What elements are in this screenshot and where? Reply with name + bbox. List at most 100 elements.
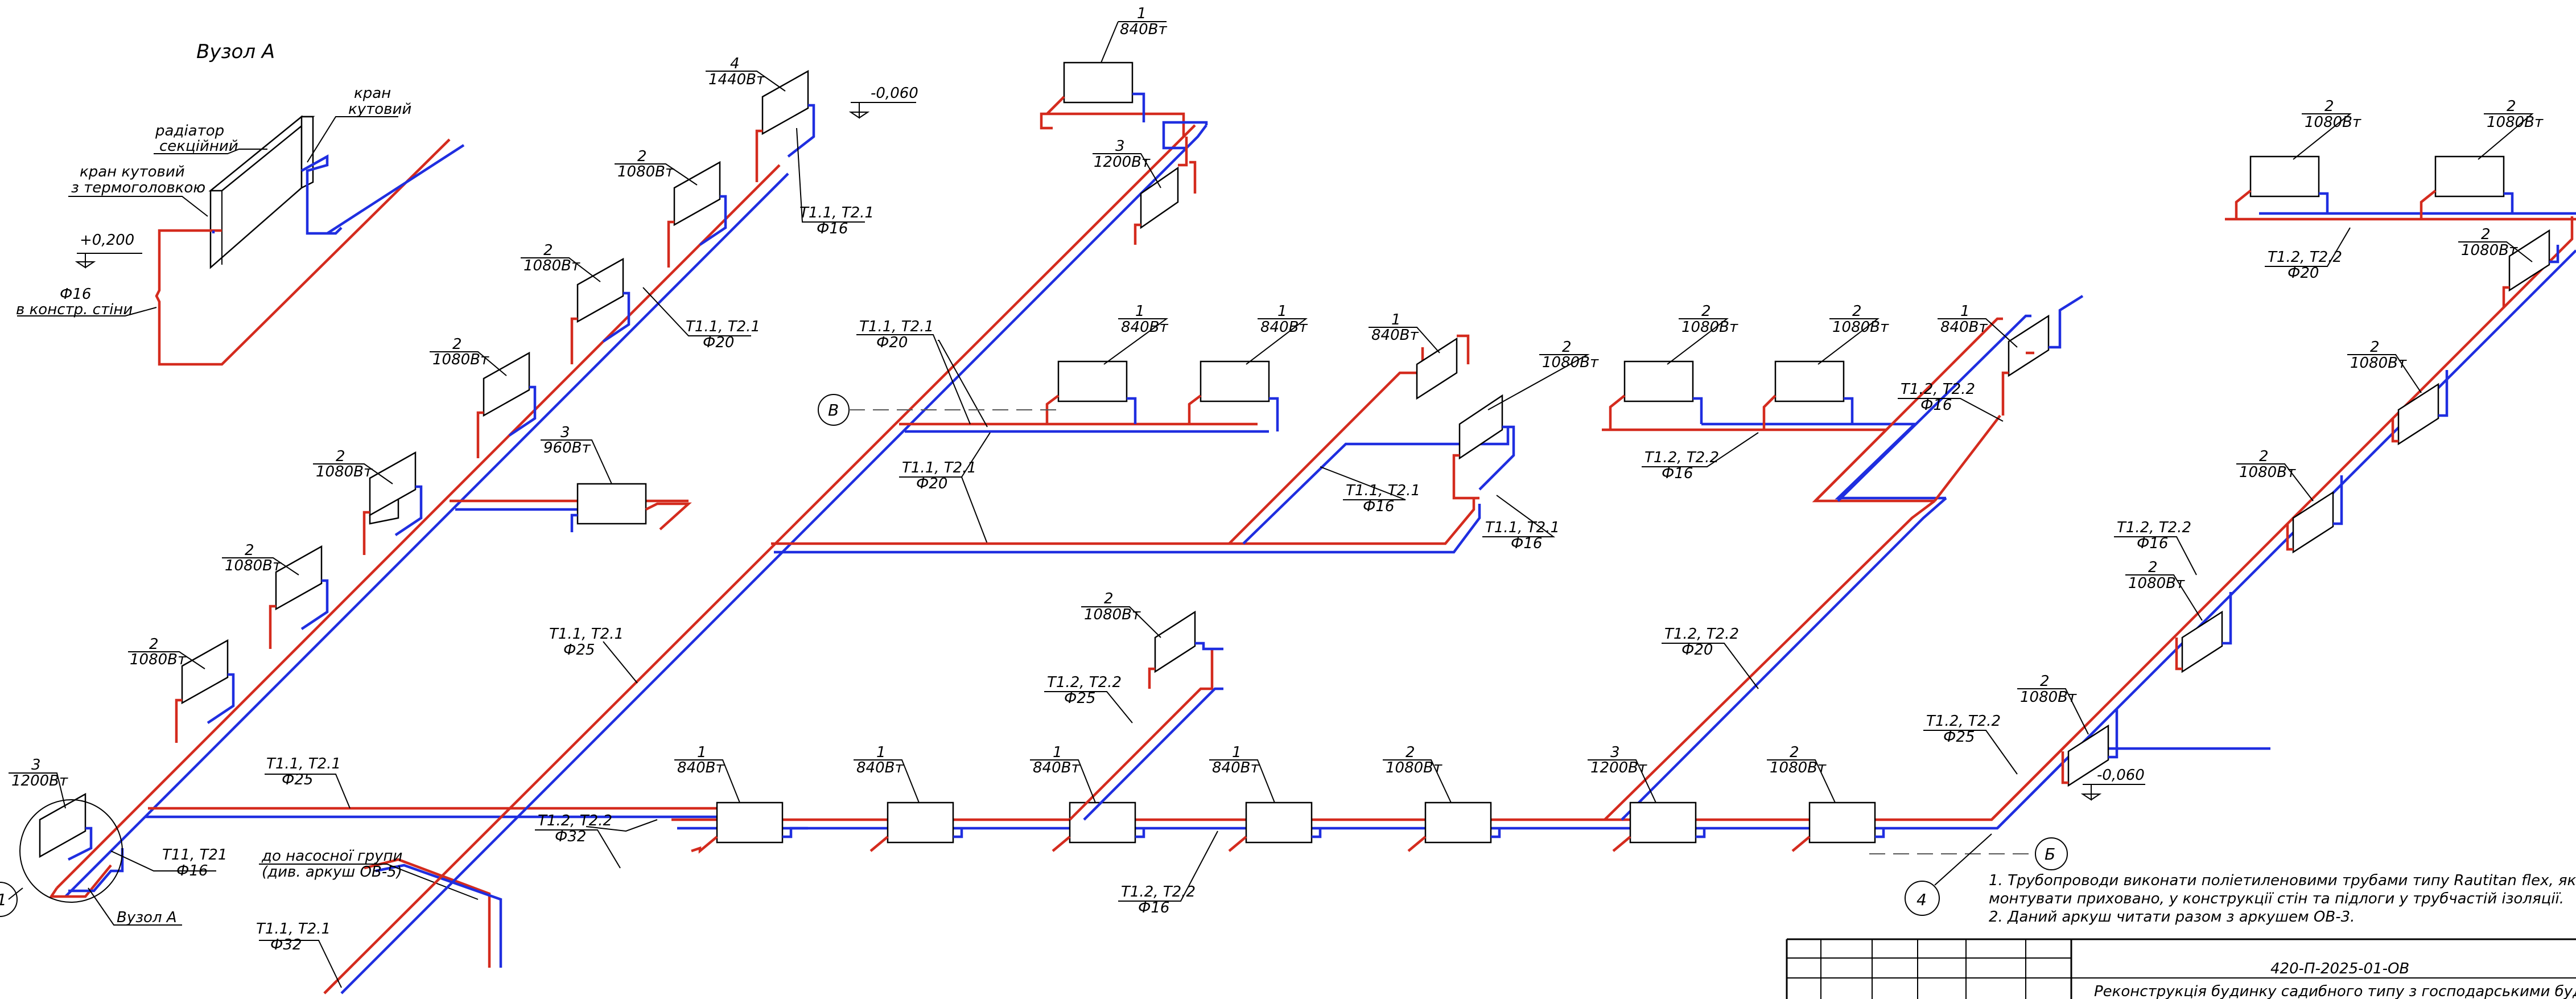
note-line: 1. Трубопроводи виконати поліетиленовими… [1989, 872, 2576, 889]
radiator [269, 545, 329, 649]
svg-text:Т1.1, Т2.1: Т1.1, Т2.1 [859, 318, 934, 335]
svg-text:кран кутовий: кран кутовий [80, 163, 185, 180]
svg-text:1200Вт: 1200Вт [1590, 759, 1647, 776]
radiator-count: 2 [245, 542, 254, 559]
radiator [755, 69, 815, 182]
svg-text:1080Вт: 1080Вт [1681, 319, 1738, 336]
svg-text:1080Вт: 1080Вт [1084, 606, 1141, 623]
radiator [1791, 801, 1885, 852]
svg-text:Т1.2, Т2.2: Т1.2, Т2.2 [1926, 713, 2001, 730]
node-a-title: Вузол А [196, 40, 275, 63]
radiator [2175, 592, 2232, 673]
radiator [476, 351, 537, 458]
note-line: 2. Даний аркуш читати разом з аркушем ОВ… [1989, 908, 2355, 926]
svg-text:2: 2 [2040, 673, 2050, 690]
svg-text:Ф20: Ф20 [2288, 265, 2319, 282]
radiator [667, 161, 727, 268]
title-block: 420-П-2025-01-ОВ Реконструкція будинку с… [1786, 938, 2576, 999]
radiator-count: 2 [452, 336, 462, 353]
svg-text:Т1.2, Т2.2: Т1.2, Т2.2 [2117, 519, 2191, 536]
upper-right-branch: 2 1080Вт 2 1080Вт Т1.2, Т2.2 Ф16 1 840Вт… [1602, 295, 2084, 503]
upper-branch: 1 840Вт 1 840Вт Т1.1, Т2.1 Ф20 Т1.1, Т2.… [818, 303, 1308, 544]
svg-text:кутовий: кутовий [348, 101, 411, 118]
svg-text:1080Вт: 1080Вт [2020, 689, 2077, 706]
svg-text:1080Вт: 1080Вт [2239, 464, 2296, 481]
svg-text:Ф16: Ф16 [817, 220, 848, 237]
svg-text:+0,200: +0,200 [80, 232, 134, 249]
svg-text:3: 3 [1115, 138, 1125, 155]
svg-text:Т1.1, Т2.1: Т1.1, Т2.1 [902, 459, 976, 476]
radiator [570, 257, 630, 364]
svg-text:Т1.1, Т2.1: Т1.1, Т2.1 [799, 204, 874, 221]
radiator-power: 1440Вт [708, 71, 765, 88]
svg-text:1: 1 [1135, 303, 1145, 320]
svg-text:Ф32: Ф32 [555, 828, 586, 845]
radiator [691, 801, 808, 854]
svg-text:1: 1 [1232, 744, 1242, 761]
svg-text:-0,060: -0,060 [871, 85, 918, 102]
svg-text:1: 1 [1960, 303, 1970, 320]
svg-text:Т1.1, Т2.1: Т1.1, Т2.1 [686, 318, 760, 335]
pump-label: до насосної групи (див. аркуш ОВ-5) [259, 848, 479, 900]
svg-text:2: 2 [2324, 98, 2334, 115]
svg-text:Вузол А: Вузол А [117, 909, 177, 926]
svg-text:840Вт: 840Вт [1033, 759, 1080, 776]
svg-text:2: 2 [1701, 303, 1711, 320]
svg-text:2: 2 [2259, 448, 2269, 465]
radiator-power: 1080Вт [130, 651, 187, 668]
svg-text:Ф16: Ф16 [2137, 535, 2168, 552]
svg-text:2: 2 [2481, 226, 2491, 243]
radiator-count: 2 [149, 636, 159, 653]
svg-text:Т1.2, Т2.2: Т1.2, Т2.2 [1664, 626, 1739, 643]
svg-text:1200Вт: 1200Вт [1094, 154, 1151, 171]
svg-text:840Вт: 840Вт [856, 759, 904, 776]
svg-text:840Вт: 840Вт [1371, 327, 1419, 344]
svg-text:1: 1 [0, 890, 7, 909]
stamp-code: 420-П-2025-01-ОВ [2270, 960, 2409, 977]
svg-text:-0,060: -0,060 [2097, 767, 2145, 784]
svg-text:Ф16: Ф16 [1920, 397, 1952, 414]
stamp-title: Реконструкція будинку садибного типу з г… [2094, 983, 2576, 999]
svg-text:секційний: секційний [159, 138, 238, 155]
svg-text:В: В [828, 401, 839, 420]
svg-text:кран: кран [354, 85, 391, 102]
radiator [1612, 801, 1706, 852]
svg-text:Т1.2, Т2.2: Т1.2, Т2.2 [1644, 449, 1719, 466]
svg-text:Т1.2, Т2.2: Т1.2, Т2.2 [538, 812, 612, 829]
note-line: монтувати приховано, у конструкції стін … [1989, 890, 2564, 907]
main-riser-t1: Т1.1, Т2.1 Ф25 Т1.1, Т2.1 Ф32 1 840Вт 3 … [256, 5, 1208, 994]
svg-text:2: 2 [2370, 339, 2380, 356]
svg-text:1: 1 [697, 744, 707, 761]
svg-text:Т1.2, Т2.2: Т1.2, Т2.2 [2268, 249, 2342, 266]
radiator-power: 1080Вт [524, 257, 580, 274]
svg-text:(див. аркуш ОВ-5): (див. аркуш ОВ-5) [262, 864, 402, 881]
radiator [869, 801, 963, 852]
svg-text:Т11, Т21: Т11, Т21 [162, 846, 227, 864]
radiator-count: 2 [543, 242, 553, 259]
svg-text:Ф16: Ф16 [1363, 498, 1394, 515]
svg-text:1: 1 [1053, 744, 1062, 761]
level-mark-top: -0,060 [848, 85, 918, 119]
radiator [369, 483, 692, 532]
svg-text:Б: Б [2045, 845, 2055, 864]
svg-text:2: 2 [1790, 744, 1799, 761]
svg-text:1080Вт: 1080Вт [2305, 114, 2361, 131]
svg-text:1080Вт: 1080Вт [1770, 759, 1827, 776]
svg-text:Ф32: Ф32 [270, 936, 302, 953]
lower-main-t12: Т1.2, Т2.2 Ф32 1 840Вт 1 840Вт 1 840Вт 1… [535, 497, 2270, 916]
svg-text:2: 2 [2148, 559, 2158, 576]
radiator [175, 639, 235, 743]
svg-text:840Вт: 840Вт [1120, 21, 1167, 38]
svg-text:840Вт: 840Вт [1121, 319, 1168, 336]
left-pipe-labels: Т1.1, Т2.1 Ф16 Т1.1, Т2.1 Ф20 Т1.1, Т2.1… [110, 128, 874, 879]
radiator [1407, 801, 1501, 852]
radiator-count: 3 [560, 424, 570, 441]
radiator [1052, 801, 1145, 852]
callout-node-a: Вузол А 1 [0, 799, 182, 926]
svg-text:Ф25: Ф25 [563, 642, 595, 659]
svg-text:1: 1 [876, 744, 886, 761]
svg-text:3: 3 [1610, 744, 1620, 761]
svg-text:Т1.2, Т2.2: Т1.2, Т2.2 [1047, 674, 1122, 691]
radiator-power: 1080Вт [316, 463, 373, 480]
